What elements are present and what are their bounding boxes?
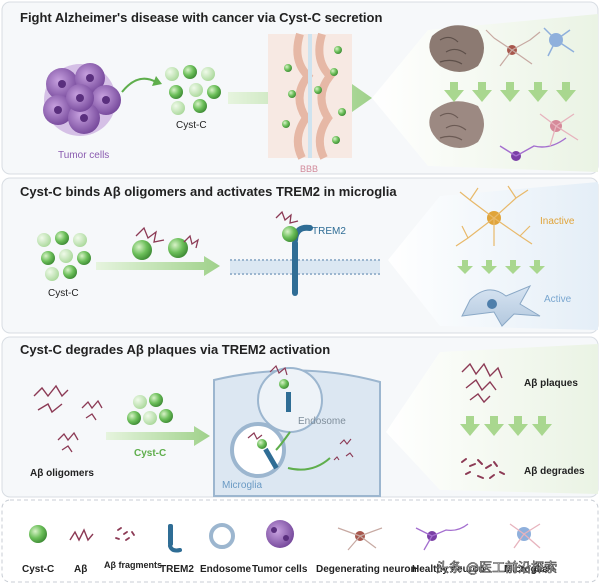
flow-arrow-3: [106, 426, 210, 446]
legend-label-endosome: Endosome: [200, 564, 252, 575]
degenerating-neuron-icon: [485, 29, 541, 67]
bbb-barrier-icon: [268, 32, 352, 160]
legend-label-degenerating: Degenerating neuron: [316, 564, 417, 575]
legend-label-tumor: Tumor cells: [252, 564, 308, 575]
legend-bg: [1, 499, 599, 583]
cystc-label-1: Cyst-C: [176, 120, 207, 131]
legend-label-fragments: Aβ fragments: [104, 560, 162, 570]
flow-arrow-2: [96, 256, 220, 276]
cystc-binding-icon: [132, 226, 200, 260]
legend-trem2-icon: [168, 524, 182, 553]
legend-ab-icon: [69, 528, 94, 542]
legend-degenerating-neuron-icon: [337, 527, 383, 551]
cell-membrane: [230, 259, 380, 275]
trem2-receptor-icon: [275, 210, 313, 296]
legend-ab-fragments-icon: [115, 527, 135, 541]
healthy-neuron-icon-2: [539, 113, 579, 147]
cystc-cluster-icon-3: [127, 393, 173, 425]
ab-oligomers-icon: [33, 384, 103, 453]
legend-label-trem2: TREM2: [160, 564, 194, 575]
legend-endosome-icon: [209, 523, 235, 549]
cystc-label-2: Cyst-C: [48, 288, 79, 299]
endosome-label: Endosome: [298, 416, 346, 427]
bbb-label: BBB: [300, 164, 318, 174]
degrades-label: Aβ degrades: [524, 466, 585, 477]
microglia-label: Microglia: [222, 480, 262, 491]
inactive-label: Inactive: [540, 216, 575, 227]
panel2-title: Cyst-C binds Aβ oligomers and activates …: [20, 184, 397, 199]
legend-tumor-icon: [266, 520, 294, 548]
legend-label-microglia: Microglia: [504, 564, 548, 575]
legend-label-ab: Aβ: [74, 564, 87, 575]
down-arrows-2: [457, 260, 545, 274]
plaques-label: Aβ plaques: [524, 378, 578, 389]
secretion-arrowhead: [152, 76, 162, 86]
degenerating-brain-icon: [429, 25, 484, 72]
microglia-cell: [213, 364, 381, 497]
inactive-microglia-icon: [455, 185, 533, 247]
legend-cystc-icon: [29, 525, 47, 543]
cystc-label-3: Cyst-C: [134, 448, 166, 459]
cystc-cluster-icon-2: [37, 231, 91, 281]
trem2-label: TREM2: [312, 226, 346, 237]
legend-microglia-icon: [509, 523, 541, 549]
tumor-label: Tumor cells: [58, 150, 109, 161]
healthy-neuron-icon-1: [499, 137, 567, 161]
panel3-title: Cyst-C degrades Aβ plaques via TREM2 act…: [20, 342, 330, 357]
watermark: 头条 @医工前沿探索: [436, 560, 557, 576]
ab-plaques-icon: [461, 362, 503, 404]
panel1-title: Fight Alzheimer's disease with cancer vi…: [20, 10, 382, 25]
legend-label-cystc: Cyst-C: [22, 564, 54, 575]
cystc-cluster-icon: [165, 65, 221, 115]
secretion-arrow: [121, 77, 157, 93]
tumor-cells-icon: [43, 63, 121, 136]
zoom-cone-2: [388, 182, 598, 330]
microglia-icon-1: [543, 27, 575, 57]
active-label: Active: [544, 294, 572, 305]
healthy-brain-icon: [429, 101, 484, 148]
ab-fragments-icon: [461, 458, 505, 479]
legend-label-healthy: Healthy neuron: [412, 564, 485, 575]
active-microglia-icon: [461, 284, 541, 327]
down-arrows-3: [460, 416, 552, 436]
oligomers-label: Aβ oligomers: [30, 468, 94, 479]
legend-healthy-neuron-icon: [415, 523, 469, 551]
down-arrows-1: [444, 82, 576, 102]
